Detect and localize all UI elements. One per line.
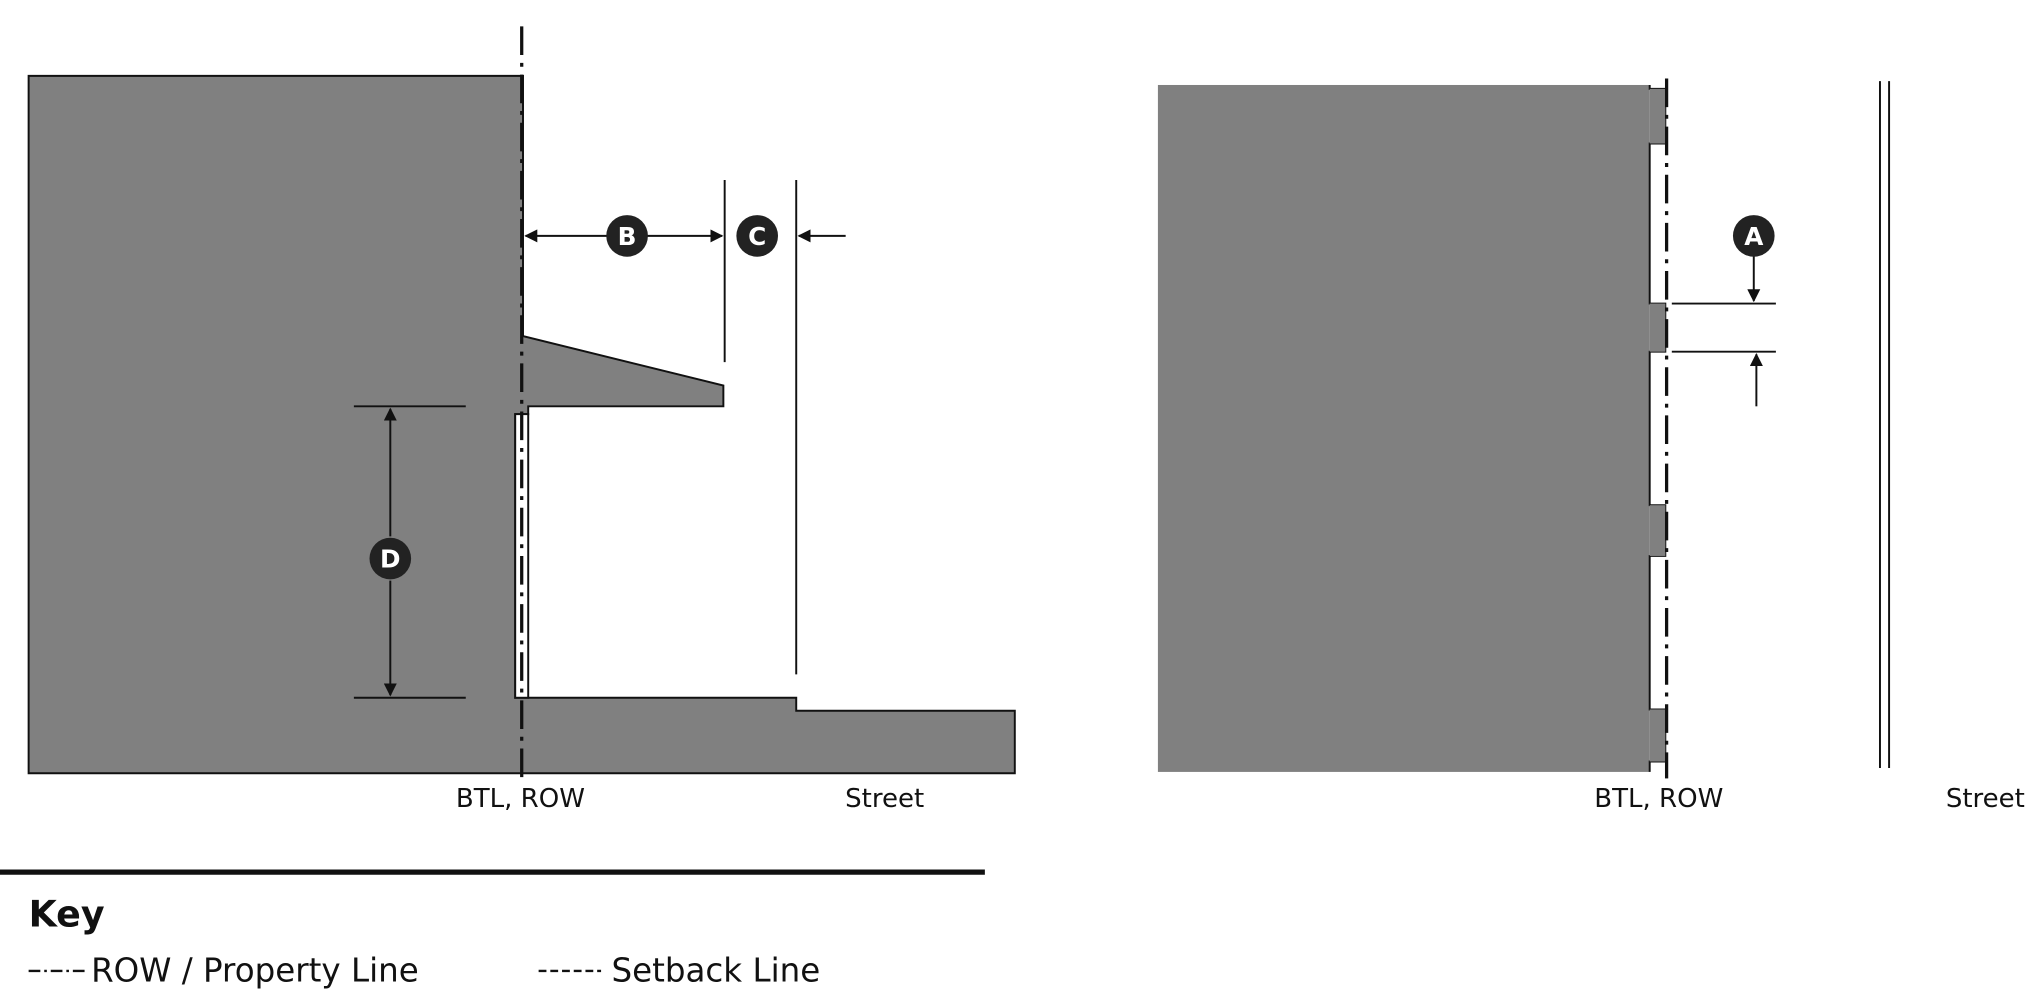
right-diagram: A BTL, ROW Street	[1157, 78, 2025, 814]
street-label: Street	[845, 784, 924, 814]
pilasters	[1648, 84, 1667, 772]
svg-text:A: A	[1744, 222, 1763, 251]
key-title: Key	[29, 893, 105, 936]
key-item-row-property-line: ROW / Property Line	[91, 951, 419, 989]
svg-text:D: D	[380, 545, 401, 574]
key: Key ROW / Property Line Setback Line	[0, 869, 985, 989]
svg-text:B: B	[618, 222, 637, 251]
street-label: Street	[1946, 784, 2025, 814]
btl-row-label: BTL, ROW	[456, 784, 585, 814]
marker-d: D	[369, 537, 412, 580]
key-item-setback-line: Setback Line	[611, 951, 820, 989]
marker-a: A	[1732, 215, 1775, 257]
building-plan	[1157, 84, 1650, 772]
left-diagram: B C D BTL, ROW Street	[27, 26, 1016, 814]
marker-c: C	[736, 215, 779, 257]
btl-row-label: BTL, ROW	[1594, 784, 1723, 814]
svg-text:C: C	[748, 222, 766, 251]
marker-b: B	[606, 215, 648, 257]
